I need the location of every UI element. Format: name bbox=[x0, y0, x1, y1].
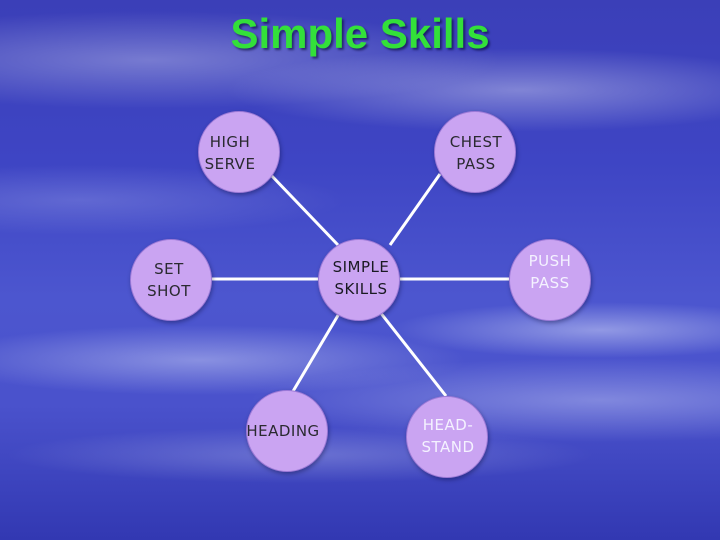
label-center: SIMPLE SKILLS bbox=[332, 258, 390, 298]
node-push-pass bbox=[509, 239, 591, 321]
label-push-pass: PUSH PASS bbox=[528, 252, 572, 292]
node-set-shot bbox=[130, 239, 212, 321]
connector-chest-pass bbox=[388, 173, 442, 246]
node-chest-pass bbox=[434, 111, 516, 193]
connector-head-stand bbox=[378, 311, 448, 397]
slide-title: Simple Skills bbox=[230, 10, 490, 57]
connector-heading bbox=[290, 311, 342, 394]
label-chest-pass: CHEST PASS bbox=[449, 133, 503, 173]
node-heading bbox=[246, 390, 328, 472]
label-head-stand: HEAD- STAND bbox=[421, 416, 475, 456]
node-center bbox=[318, 239, 400, 321]
label-heading: HEADING bbox=[246, 422, 320, 440]
connector-high-serve bbox=[268, 172, 340, 247]
node-head-stand bbox=[406, 396, 488, 478]
node-high-serve bbox=[198, 111, 280, 193]
label-set-shot: SET SHOT bbox=[147, 260, 191, 300]
label-high-serve: HIGH SERVE bbox=[204, 133, 256, 173]
